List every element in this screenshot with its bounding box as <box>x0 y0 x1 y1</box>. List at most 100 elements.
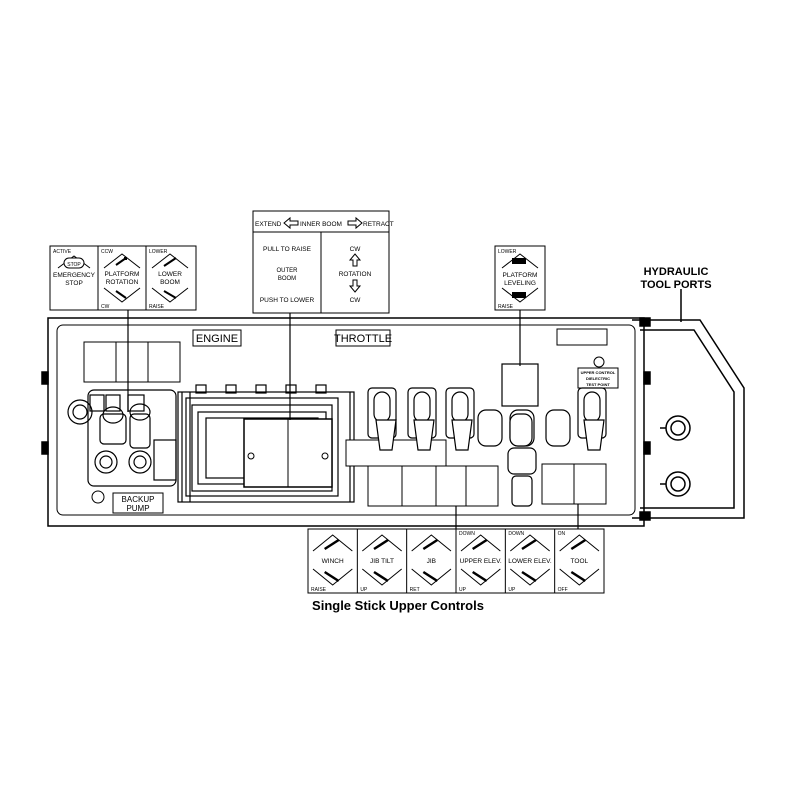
function-symbol-icon <box>570 538 587 551</box>
svg-text:ENGINE: ENGINE <box>196 333 238 345</box>
function-symbol-icon <box>422 538 439 551</box>
down-arrow-icon <box>348 279 362 293</box>
retract-label: RETRACT <box>363 221 394 228</box>
left-valve-assembly <box>67 389 177 487</box>
decal-left-group: ACTIVE STOP EMERGENCY STOP CCW PLATFORM … <box>49 245 197 311</box>
down-chevron-icon <box>460 568 501 586</box>
function-symbol-icon <box>422 570 439 583</box>
svg-text:PLATFORM: PLATFORM <box>105 271 140 278</box>
decal-bottom-cell: WINCH RAISE <box>311 534 353 593</box>
emergency-stop-line1: EMERGENCY <box>53 272 96 279</box>
extend-label: EXTEND <box>255 221 282 228</box>
down-chevron-icon <box>559 568 600 586</box>
decal-function-label: JIB <box>427 558 436 565</box>
inner-boom-label: INNER BOOM <box>300 221 342 228</box>
up-chevron-icon <box>312 534 353 552</box>
backup-pump-button[interactable] <box>91 490 105 504</box>
function-symbol-icon <box>373 538 389 551</box>
decal-bottom-cell: DOWN LOWER ELEV. UP <box>504 529 552 593</box>
decal-bottom-label: UP <box>360 587 368 593</box>
emergency-stop-arrow-icon <box>57 255 91 269</box>
decal-function-label: UPPER ELEV. <box>460 558 502 565</box>
function-symbol-icon <box>521 570 537 583</box>
decal-bottom-label: RET <box>410 587 420 593</box>
svg-text:ROTATION: ROTATION <box>339 271 372 278</box>
decal-bottom-label: RAISE <box>311 587 327 593</box>
up-chevron-icon <box>411 534 452 552</box>
svg-text:LEVELING: LEVELING <box>504 280 536 287</box>
lower-switch-plates <box>367 463 607 507</box>
svg-text:UPPER CONTROL: UPPER CONTROL <box>581 370 616 375</box>
svg-text:STOP: STOP <box>67 262 81 268</box>
decal-function-label: WINCH <box>322 558 344 565</box>
down-chevron-icon <box>510 568 550 586</box>
decal-bottom-cell: JIB RET <box>406 529 452 593</box>
svg-text:BACKUP: BACKUP <box>122 495 155 504</box>
decal-function-label: JIB TILT <box>370 558 394 565</box>
svg-text:RAISE: RAISE <box>498 304 514 310</box>
svg-text:LOWER: LOWER <box>498 249 517 255</box>
svg-text:ROTATION: ROTATION <box>106 279 139 286</box>
decal-bottom-cell: ON TOOL OFF <box>554 529 600 593</box>
svg-text:CW: CW <box>350 246 362 253</box>
svg-text:RAISE: RAISE <box>149 304 165 310</box>
svg-text:THROTTLE: THROTTLE <box>334 333 392 345</box>
down-chevron-icon <box>411 568 452 586</box>
svg-text:BOOM: BOOM <box>160 279 180 286</box>
up-chevron-icon <box>510 534 550 552</box>
stop-icon <box>63 257 85 269</box>
throttle-label: THROTTLE <box>334 329 392 347</box>
function-symbol-icon <box>471 538 488 551</box>
function-symbol-icon <box>323 538 340 551</box>
up-chevron-icon <box>559 534 600 552</box>
function-symbol-icon <box>471 570 488 583</box>
emergency-stop-top: ACTIVE <box>53 249 72 255</box>
hydraulic-ports-label-line1: HYDRAULIC <box>644 266 709 278</box>
engine-label: ENGINE <box>192 329 242 347</box>
decal-top-label: DOWN <box>508 531 524 537</box>
up-chevron-icon <box>362 534 402 552</box>
decal-center-boom: EXTEND INNER BOOM RETRACT PULL TO RAISE … <box>252 210 394 314</box>
svg-text:OUTER: OUTER <box>277 268 299 274</box>
decal-function-label: LOWER ELEV. <box>508 558 552 565</box>
svg-text:DIELECTRIC: DIELECTRIC <box>586 376 610 381</box>
backup-pump-label: BACKUP PUMP <box>112 492 164 514</box>
platform-icon <box>512 258 526 264</box>
down-chevron-icon <box>312 568 353 586</box>
test-point-icon <box>593 356 605 368</box>
function-symbol-icon <box>373 570 389 583</box>
decal-bottom-group: WINCH RAISE JIB TILT UP JIB RET DOWN UPPER ELEV… <box>307 528 605 594</box>
left-switch-plates <box>83 341 181 383</box>
function-symbol-icon <box>323 570 340 583</box>
function-symbol-icon <box>521 538 537 551</box>
decal-function-label: TOOL <box>571 558 589 565</box>
up-arrow-icon <box>348 253 362 267</box>
svg-text:CW: CW <box>101 304 110 310</box>
function-symbol-icon <box>570 570 587 583</box>
svg-text:LOWER: LOWER <box>158 271 182 278</box>
decal-bottom-label: OFF <box>558 587 568 593</box>
lever-row <box>367 387 607 447</box>
svg-text:BOOM: BOOM <box>278 276 296 282</box>
decal-top-label: DOWN <box>459 531 475 537</box>
svg-text:PUMP: PUMP <box>126 504 149 513</box>
diagram-caption: Single Stick Upper Controls <box>312 598 484 613</box>
svg-text:PUSH TO LOWER: PUSH TO LOWER <box>260 297 315 304</box>
svg-text:TEST POINT: TEST POINT <box>586 382 610 387</box>
platform-leveling-lever[interactable] <box>501 363 539 507</box>
decal-bottom-label: UP <box>508 587 516 593</box>
svg-text:LOWER: LOWER <box>149 249 168 255</box>
decal-top-label: ON <box>558 531 566 537</box>
upper-control-test-point-label: UPPER CONTROL DIELECTRIC TEST POINT <box>577 367 619 389</box>
hydraulic-tool-port-bracket <box>632 317 745 521</box>
center-joystick-base-plate[interactable] <box>243 418 333 488</box>
down-chevron-icon <box>362 568 402 586</box>
up-chevron-icon <box>460 534 501 552</box>
decal-bottom-cell: JIB TILT UP <box>356 529 402 593</box>
hydraulic-ports-label-line2: TOOL PORTS <box>640 279 711 291</box>
emergency-stop-line2: STOP <box>65 280 83 287</box>
lever-handles[interactable] <box>375 419 605 451</box>
control-panel-body <box>41 317 651 527</box>
